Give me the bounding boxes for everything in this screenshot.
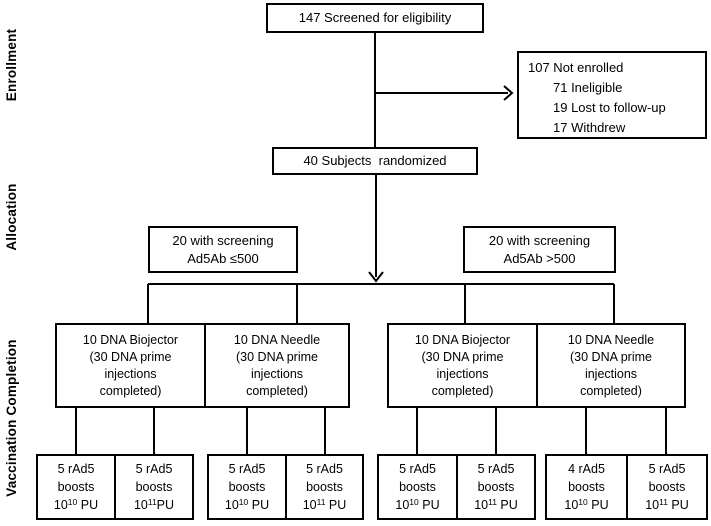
boost-count: 5 rAd5 [306,462,343,476]
arrow-down-icon [368,271,384,283]
alloc-high-line2: Ad5Ab >500 [503,250,576,266]
dna-needle-high-box: 10 DNA Needle (30 DNA prime injections c… [536,323,686,408]
boost-box-1: 5 rAd5 boosts 1010 PU [36,454,116,520]
not-enrolled-title: 107 Not enrolled [528,60,624,75]
dna-box-line: 10 DNA Biojector [414,332,511,347]
boost-dose: 1011 PU [474,497,518,512]
dna-box-line: completed) [99,383,162,398]
dna-box-line: completed) [580,383,642,398]
boost-box-8: 5 rAd5 boosts 1011 PU [626,454,708,520]
boost-word: boosts [477,480,515,494]
dna-box-line: completed) [246,383,308,398]
dna-box-line: 10 DNA Needle [233,332,321,347]
dna-box-line: (30 DNA prime [89,349,172,364]
dna-box-line: 10 DNA Needle [567,332,655,347]
dna-biojector-high-box: 10 DNA Biojector (30 DNA prime injection… [387,323,538,408]
boost-word: boosts [568,480,605,494]
boost-box-7: 4 rAd5 boosts 1010 PU [545,454,628,520]
boost-box-2: 5 rAd5 boosts 1011PU [114,454,194,520]
dna-needle-low-box: 10 DNA Needle (30 DNA prime injections c… [204,323,350,408]
boost-dose: 1010 PU [224,497,270,512]
alloc-low-line2: Ad5Ab ≤500 [187,250,259,266]
dna-box-line: injections [104,366,157,381]
stage-label-enrollment: Enrollment [3,28,19,102]
dna-box-line: (30 DNA prime [236,349,318,364]
screened-box: 147 Screened for eligibility [266,3,484,33]
dna-box-line: 10 DNA Biojector [82,332,179,347]
stage-label-allocation: Allocation [3,183,19,251]
boost-box-3: 5 rAd5 boosts 1010 PU [207,454,287,520]
boost-dose: 1011PU [133,497,175,512]
boost-box-5: 5 rAd5 boosts 1010 PU [377,454,458,520]
not-enrolled-item: 17 Withdrew [553,120,626,135]
randomized-text: 40 Subjects randomized [303,153,447,168]
boost-word: boosts [306,480,343,494]
dna-box-line: (30 DNA prime [570,349,652,364]
dna-box-line: injections [250,366,304,381]
boost-count: 5 rAd5 [399,462,436,476]
allocation-ad5ab-gt500-box: 20 with screening Ad5Ab >500 [463,226,616,273]
boost-box-6: 5 rAd5 boosts 1011 PU [456,454,536,520]
boost-dose: 1010 PU [395,497,440,512]
stage-label-vaccination-completion: Vaccination Completion [3,339,19,497]
boost-count: 5 rAd5 [135,462,173,476]
alloc-low-line1: 20 with screening [172,232,274,248]
boost-dose: 1010 PU [53,497,99,512]
arrow-right-icon [503,85,514,101]
allocation-ad5ab-le500-box: 20 with screening Ad5Ab ≤500 [148,226,298,273]
boost-dose: 1011 PU [645,497,689,512]
dna-box-line: completed) [431,383,494,398]
dna-box-line: (30 DNA prime [421,349,504,364]
not-enrolled-item: 19 Lost to follow-up [553,100,666,115]
boost-count: 5 rAd5 [57,462,95,476]
dna-box-line: injections [436,366,489,381]
not-enrolled-box: 107 Not enrolled 71 Ineligible 19 Lost t… [517,51,707,139]
dna-box-line: injections [584,366,638,381]
boost-word: boosts [228,480,266,494]
boost-count: 5 rAd5 [648,462,686,476]
boost-word: boosts [135,480,173,494]
alloc-high-line1: 20 with screening [488,232,591,248]
boost-dose: 1011 PU [302,497,347,512]
boost-count: 4 rAd5 [568,462,605,476]
boost-word: boosts [648,480,686,494]
boost-dose: 1010 PU [564,497,609,512]
randomized-box: 40 Subjects randomized [272,147,478,175]
screened-text: 147 Screened for eligibility [298,10,452,25]
boost-count: 5 rAd5 [477,462,515,476]
boost-count: 5 rAd5 [228,462,266,476]
boost-word: boosts [57,480,95,494]
boost-word: boosts [399,480,436,494]
boost-box-4: 5 rAd5 boosts 1011 PU [285,454,364,520]
dna-biojector-low-box: 10 DNA Biojector (30 DNA prime injection… [55,323,206,408]
not-enrolled-item: 71 Ineligible [553,80,623,95]
